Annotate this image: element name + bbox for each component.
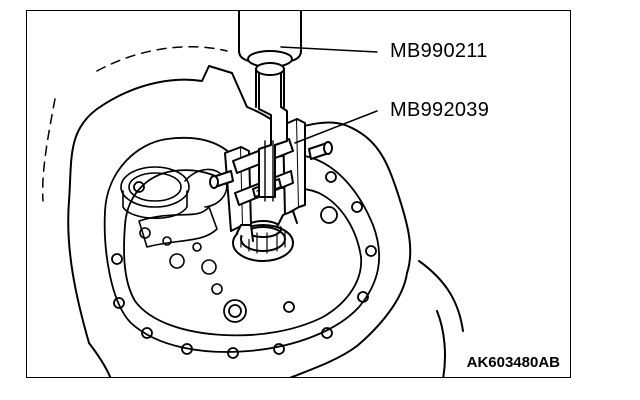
figure-id: AK603480AB <box>466 354 560 371</box>
driver-handle-tool <box>238 11 302 202</box>
left-gear <box>120 166 228 295</box>
case-flange <box>103 136 380 359</box>
callout-label-mb990211: MB990211 <box>390 40 488 62</box>
transmission-illustration <box>41 11 464 377</box>
input-shaft-bearing <box>232 220 294 262</box>
transmission-case <box>41 46 464 377</box>
leader-line-mb990211 <box>280 46 378 53</box>
leader-line-mb992039 <box>294 110 378 144</box>
callout-label-mb992039: MB992039 <box>390 99 490 121</box>
illustration-frame: MB990211 MB992039 AK603480AB <box>26 10 571 378</box>
